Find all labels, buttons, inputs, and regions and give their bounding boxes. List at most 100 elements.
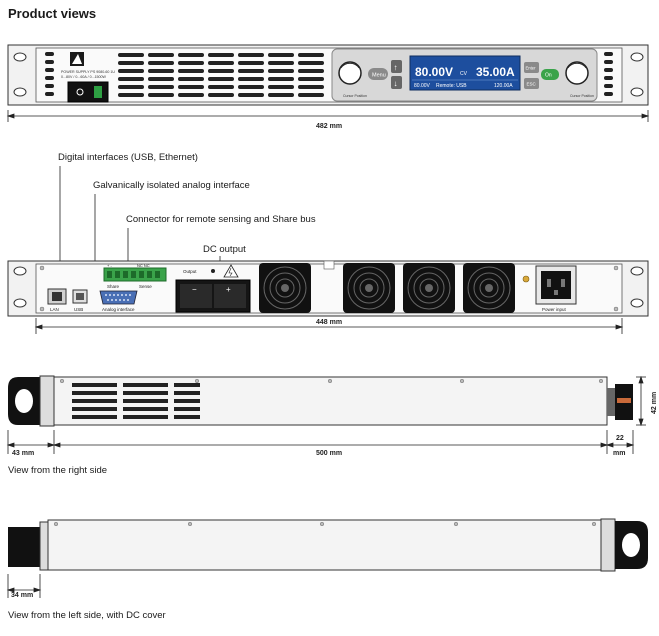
screw-icon <box>613 306 619 312</box>
front-view-drawing: POWER SUPPLY PS 9080-60 1U 0...80V / 0..… <box>6 44 650 130</box>
screw-icon <box>39 265 45 271</box>
right-side-drawing: 42 mm 43 mm 500 mm 22 mm <box>6 375 658 457</box>
panel-notch <box>323 260 335 270</box>
share-label: Share <box>107 284 120 289</box>
fan-grille-icon <box>259 263 311 313</box>
right-knob[interactable] <box>565 61 589 85</box>
current-setpoint: 120.00A <box>494 83 513 89</box>
handle-grip <box>15 389 33 413</box>
front-panel-edge <box>600 518 616 572</box>
mount-hole-icon <box>630 266 644 276</box>
dc-minus-symbol: − <box>192 285 197 294</box>
fan-grille-icon <box>463 263 515 313</box>
lcd-display <box>409 55 521 91</box>
front-width-dimension <box>6 110 650 122</box>
screw-icon <box>53 521 597 527</box>
dim-34mm-label: 34 mm <box>11 592 33 599</box>
dc-cover-dimension <box>6 574 42 598</box>
left-vent-column <box>45 52 54 96</box>
terminal-marks: + - <box>107 263 112 268</box>
esc-button-label: ESC <box>527 82 537 87</box>
mount-hole-icon <box>13 298 27 308</box>
sense-label: Sense <box>139 284 152 289</box>
rear-width-dimension <box>34 318 624 334</box>
mode-indicator: CV <box>460 71 468 77</box>
output-label: Output <box>183 269 197 274</box>
front-vent-grid <box>118 53 324 97</box>
right-side-caption: View from the right side <box>8 465 108 476</box>
usb-port-socket-icon <box>76 293 84 300</box>
mount-hole-icon <box>630 52 644 62</box>
side-vent-slots <box>72 383 200 419</box>
terminal-screws-icon <box>107 271 160 278</box>
dc-cover <box>8 527 40 567</box>
lan-port-label: LAN <box>50 307 59 312</box>
voltage-readout: 80.00V <box>415 65 453 79</box>
callout-digital-interfaces: Digital interfaces (USB, Ethernet) <box>58 152 198 163</box>
remote-status: Remote: USB <box>436 83 467 89</box>
screw-icon <box>39 306 45 312</box>
voltage-setpoint: 80.00V <box>414 83 431 89</box>
fan-grille-icon <box>343 263 395 313</box>
front-width-label: 482 mm <box>316 123 342 130</box>
warning-triangle-icon <box>223 264 239 278</box>
dc-cover-edge <box>39 521 49 571</box>
mount-hole-icon <box>13 52 27 62</box>
power-switch-rocker <box>94 86 102 98</box>
dim-22mm-label-bottom: mm <box>613 450 625 457</box>
left-knob[interactable] <box>338 61 362 85</box>
rear-view-drawing: LAN USB Analog interface + - NC NC Share… <box>7 166 649 334</box>
brand-logo-icon <box>70 52 84 66</box>
on-button-label: On <box>545 73 552 79</box>
right-knob-caption: Cursor Position <box>570 94 594 98</box>
arrow-down-button[interactable] <box>391 76 402 89</box>
left-side-drawing: 34 mm <box>6 518 648 599</box>
side-length-dimensions <box>6 430 635 454</box>
dc-plus-symbol: + <box>226 285 231 294</box>
mount-hole-icon <box>13 87 27 97</box>
right-vent-column <box>604 52 613 96</box>
power-off-icon <box>76 88 84 96</box>
menu-button[interactable] <box>368 68 388 80</box>
rear-copper-bar <box>617 398 631 403</box>
analog-pins-icon <box>105 294 131 301</box>
left-side-body <box>47 519 602 571</box>
left-knob-caption: Cursor Position <box>343 94 367 98</box>
output-indicator-icon <box>211 269 215 273</box>
dc-output-plus <box>214 284 246 308</box>
front-panel-edge <box>39 375 55 427</box>
screw-icon <box>59 378 604 384</box>
dim-43mm-label: 43 mm <box>12 450 34 457</box>
callout-analog-interface: Galvanically isolated analog interface <box>93 180 250 191</box>
enter-button-label: Enter <box>526 66 537 71</box>
page-title: Product views <box>8 6 97 21</box>
rear-width-label: 448 mm <box>316 319 342 326</box>
analog-interface-label: Analog interface <box>102 307 135 312</box>
mount-hole-icon <box>630 87 644 97</box>
handle-grip <box>622 533 640 557</box>
mount-hole-icon <box>13 266 27 276</box>
power-input-label: Power input <box>542 307 567 312</box>
esc-button[interactable] <box>524 78 539 89</box>
mount-hole-icon <box>630 298 644 308</box>
ground-screw-icon <box>522 275 530 283</box>
usb-port-label: USB <box>74 307 83 312</box>
knob-arrow-icon <box>567 62 587 69</box>
dc-output-minus <box>180 284 212 308</box>
fan-grille-icon <box>403 263 455 313</box>
arrow-down-icon: ↓ <box>394 79 398 88</box>
rear-connector-block <box>607 388 615 416</box>
analog-interface-connector[interactable] <box>99 290 138 305</box>
arrow-up-button[interactable] <box>391 60 402 73</box>
dim-500mm-label: 500 mm <box>316 450 342 457</box>
terminal-nc-label: NC NC <box>137 263 150 268</box>
model-label-line1: POWER SUPPLY PS 9080-60 1U <box>61 70 115 74</box>
current-readout: 35.00A <box>476 65 515 79</box>
knob-arrow-icon <box>340 62 360 69</box>
height-label: 42 mm <box>651 392 658 414</box>
enter-button[interactable] <box>524 62 539 73</box>
on-button[interactable] <box>541 69 559 80</box>
menu-button-label: Menu <box>372 73 386 79</box>
screw-icon <box>613 265 619 271</box>
callout-dc-output: DC output <box>203 244 246 255</box>
